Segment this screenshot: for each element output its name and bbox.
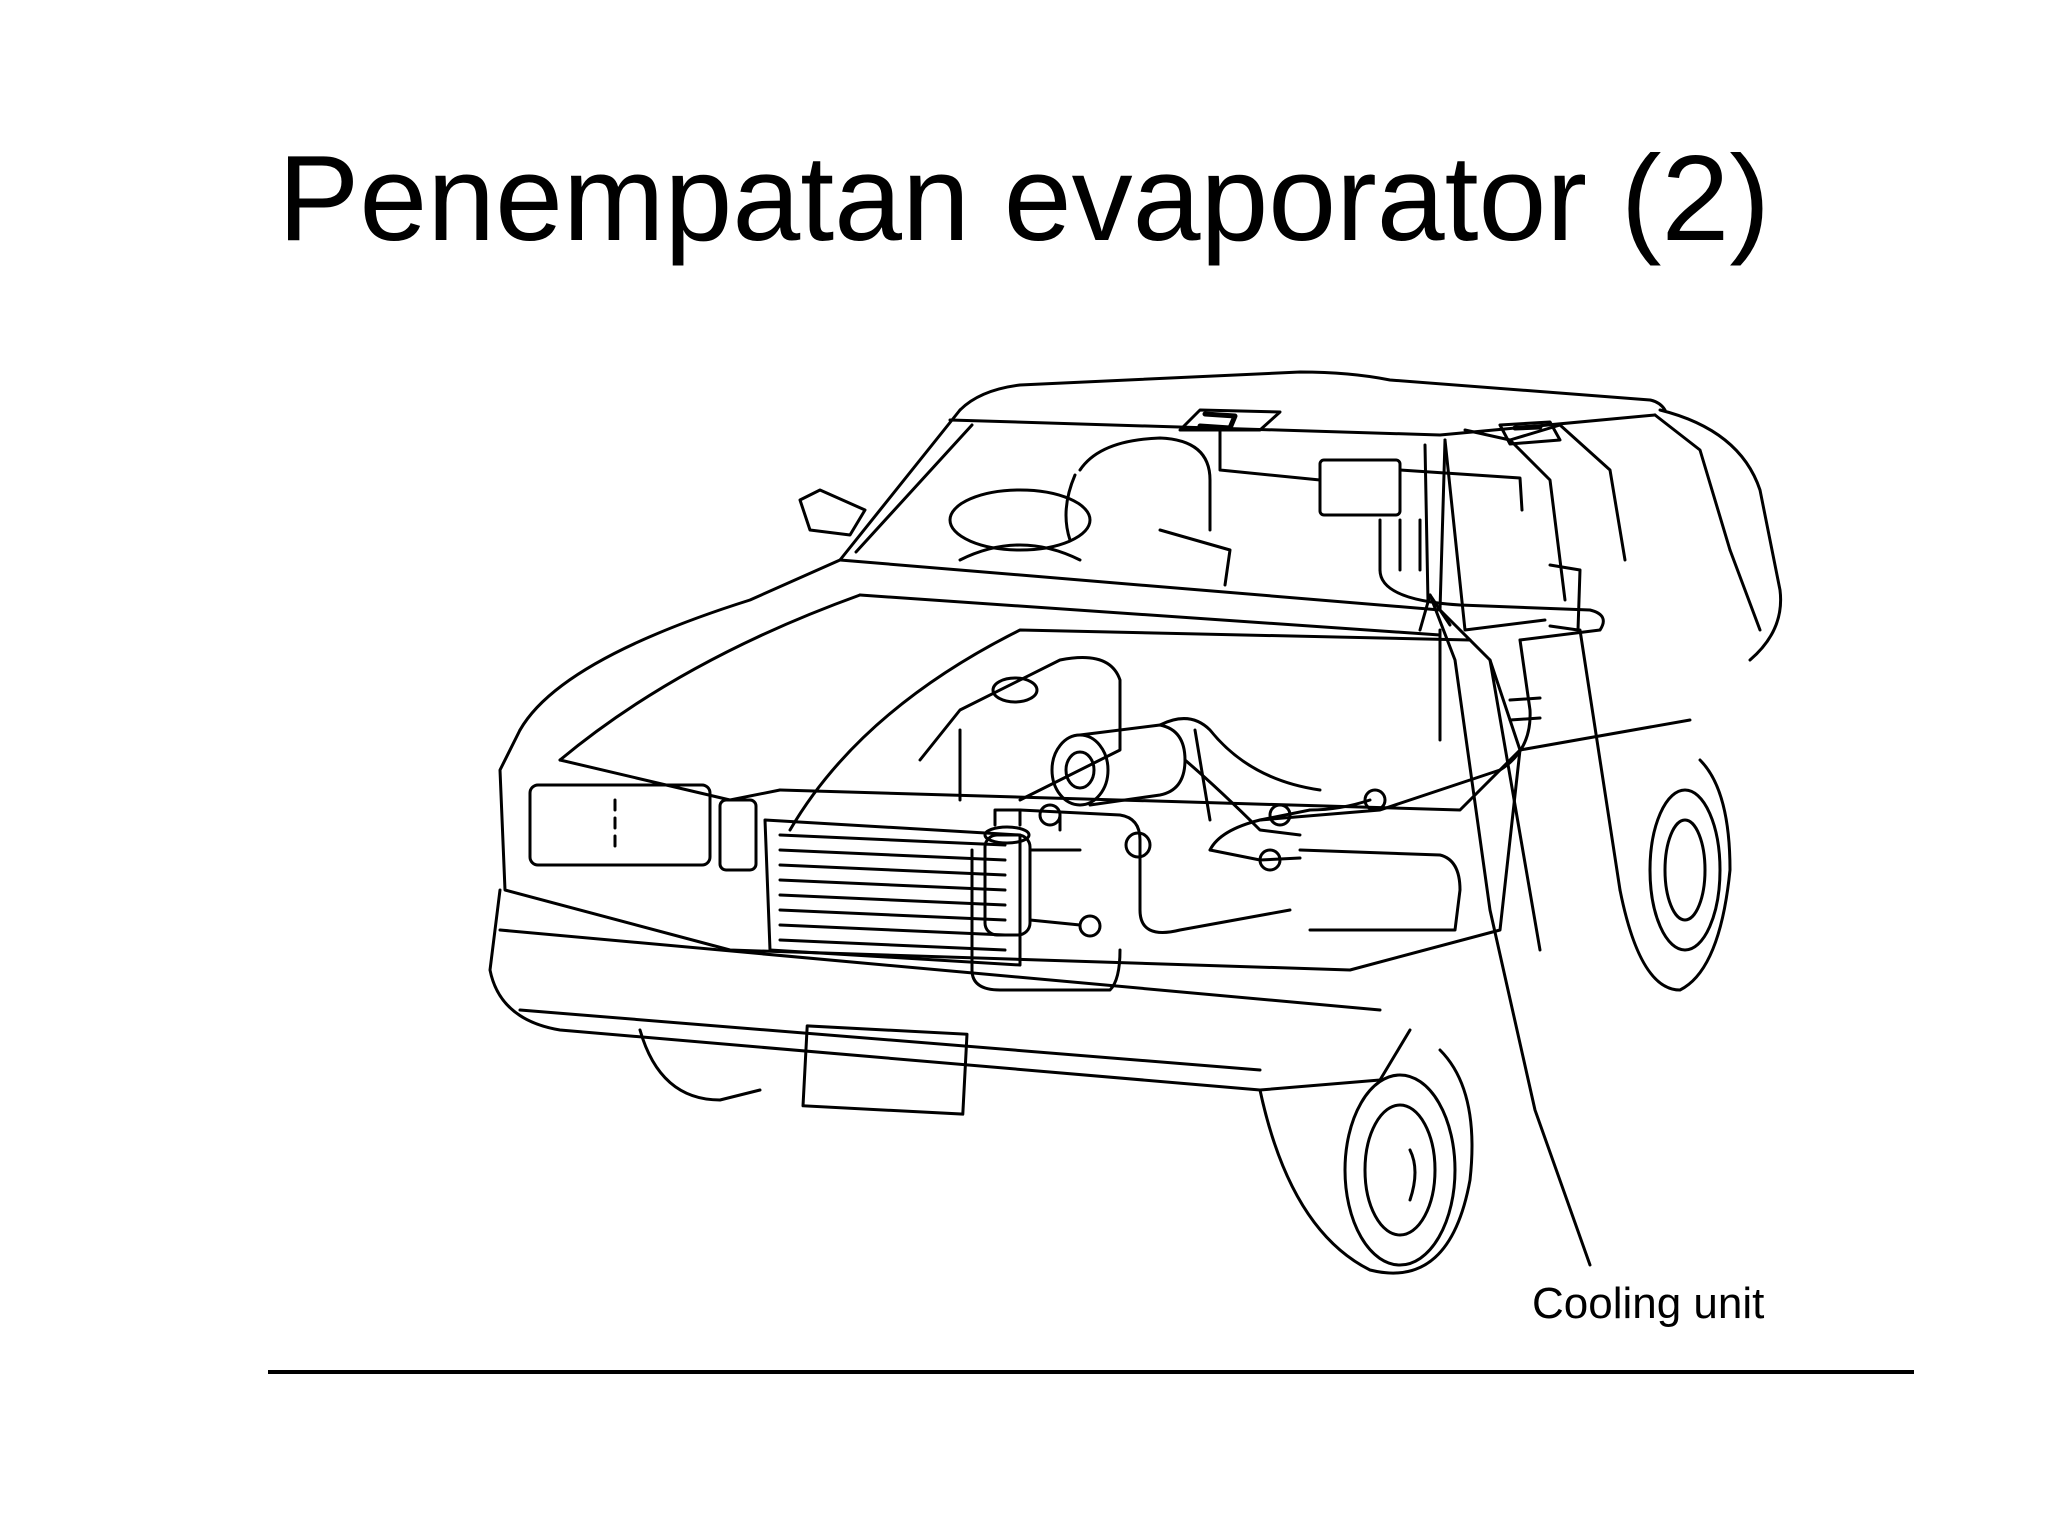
car-body xyxy=(488,370,1783,1275)
slide-title: Penempatan evaporator (2) xyxy=(278,130,1770,266)
engine-components xyxy=(918,656,1322,992)
receiver-drier xyxy=(970,808,1122,992)
interior xyxy=(948,436,1232,587)
radiator-grille xyxy=(763,818,1022,967)
baseline-rule xyxy=(268,1370,1914,1374)
car-ac-diagram xyxy=(260,330,1930,1410)
callout-arrow xyxy=(1418,593,1592,1267)
side-mirror xyxy=(798,488,867,537)
left-wheel xyxy=(638,1028,762,1102)
cooling-unit xyxy=(1178,408,1605,642)
rear-wheel xyxy=(1618,758,1732,992)
licence-plate xyxy=(801,1024,969,1116)
front-wheel xyxy=(1258,1048,1474,1275)
refrigerant-lines xyxy=(1208,638,1542,872)
cooling-unit-label: Cooling unit xyxy=(1532,1279,1765,1328)
headlight-left xyxy=(528,783,712,867)
